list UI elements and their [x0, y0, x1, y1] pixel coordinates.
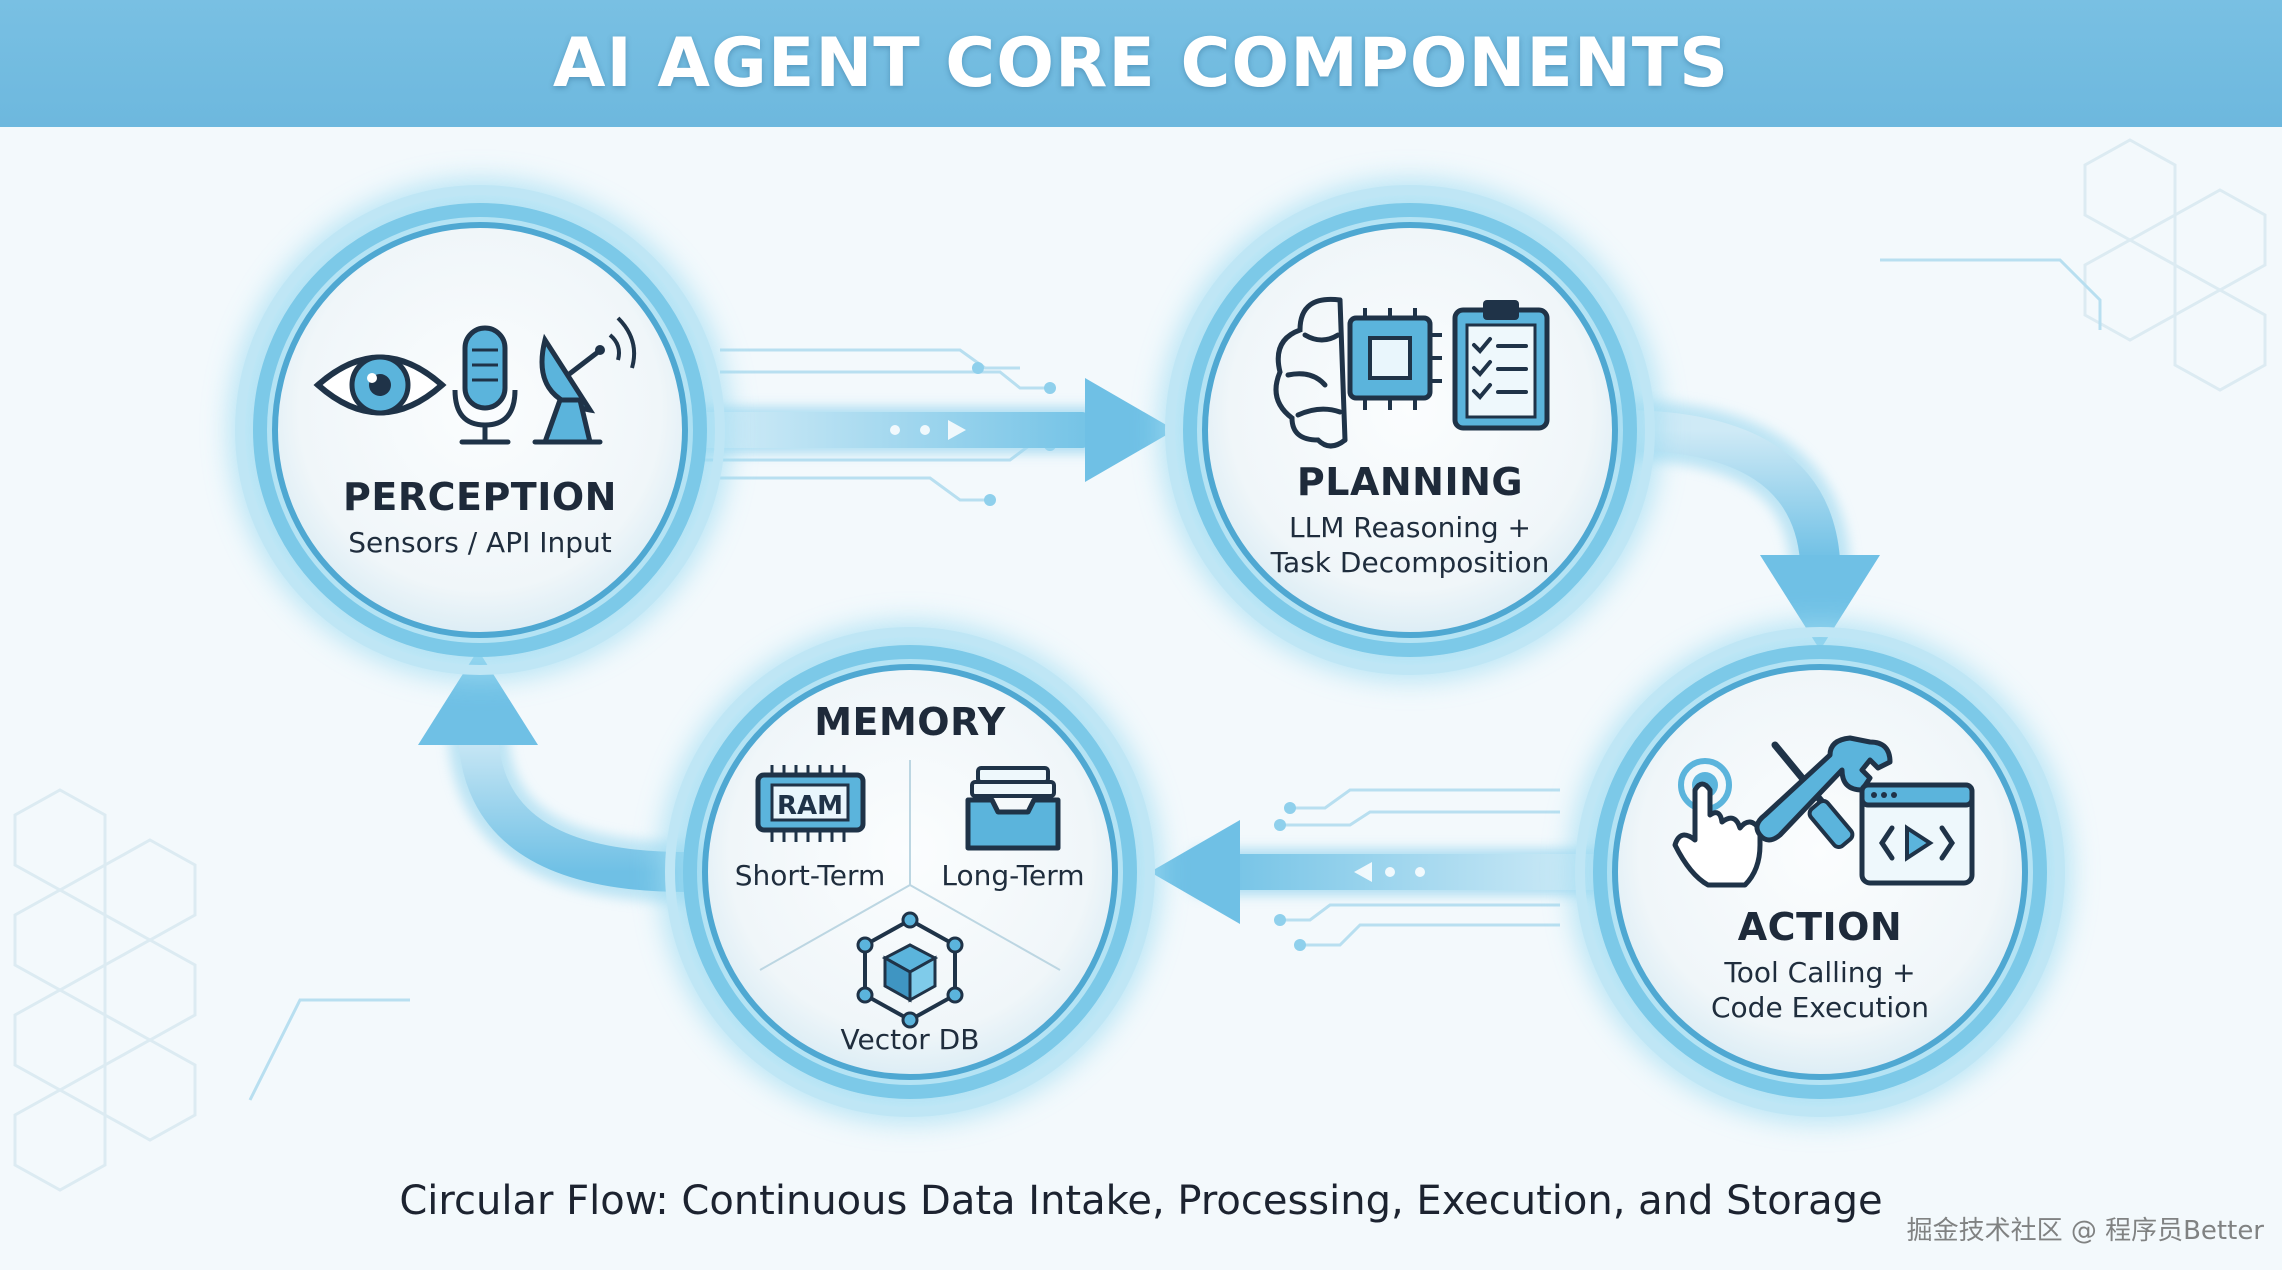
memory-long-term-label: Long-Term — [941, 859, 1085, 892]
action-line-1: Tool Calling + — [1724, 956, 1916, 989]
planning-line-1: LLM Reasoning + — [1289, 511, 1531, 544]
code-window-icon — [1859, 782, 1975, 886]
watermark: 掘金技术社区 @ 程序员Better — [1906, 1216, 2264, 1246]
header-banner: AI AGENT CORE COMPONENTS — [0, 0, 2282, 127]
footer-caption: Circular Flow: Continuous Data Intake, P… — [399, 1178, 1883, 1224]
memory-vector-db-label: Vector DB — [840, 1023, 980, 1056]
eye-icon — [313, 354, 447, 416]
chip-icon — [1347, 308, 1442, 410]
planning-label: PLANNING LLM Reasoning + Task Decomposit… — [1230, 460, 1590, 580]
brain-icon — [1273, 296, 1348, 449]
memory-short-term-label: Short-Term — [734, 859, 886, 892]
action-node — [1570, 622, 2070, 1122]
vector-db-icon — [856, 911, 964, 1029]
background-hexagons — [13, 138, 2267, 1192]
memory-title: MEMORY — [814, 700, 1006, 744]
perception-subtitle: Sensors / API Input — [348, 526, 612, 559]
clipboard-checklist-icon — [1452, 300, 1550, 431]
arrow-action-to-memory — [1150, 820, 1620, 924]
wrench-screwdriver-icon — [1754, 735, 1893, 850]
hand-pointer-icon — [1672, 758, 1763, 888]
ram-badge-label: RAM — [777, 791, 843, 821]
arrow-perception-to-planning — [690, 378, 1175, 482]
arrow-planning-to-action — [1590, 400, 1880, 650]
page-title: AI AGENT CORE COMPONENTS — [552, 24, 1730, 103]
microphone-icon — [452, 325, 518, 445]
memory-node: RAM — [660, 622, 1160, 1122]
circuit-traces — [248, 258, 2102, 1101]
planning-title: PLANNING — [1296, 460, 1524, 504]
action-label: ACTION Tool Calling + Code Execution — [1640, 905, 2000, 1025]
planning-line-2: Task Decomposition — [1270, 546, 1550, 579]
memory-dividers — [759, 760, 1061, 971]
action-title: ACTION — [1737, 905, 1903, 949]
satellite-dish-icon — [532, 316, 637, 445]
planning-node — [1160, 180, 1660, 680]
ram-chip-icon: RAM — [755, 765, 866, 842]
perception-label: PERCEPTION Sensors / API Input — [300, 475, 660, 560]
perception-title: PERCEPTION — [343, 475, 617, 519]
archive-box-icon — [965, 766, 1061, 851]
arrow-memory-to-perception — [418, 650, 715, 902]
action-line-2: Code Execution — [1711, 991, 1929, 1024]
perception-node — [230, 180, 730, 680]
